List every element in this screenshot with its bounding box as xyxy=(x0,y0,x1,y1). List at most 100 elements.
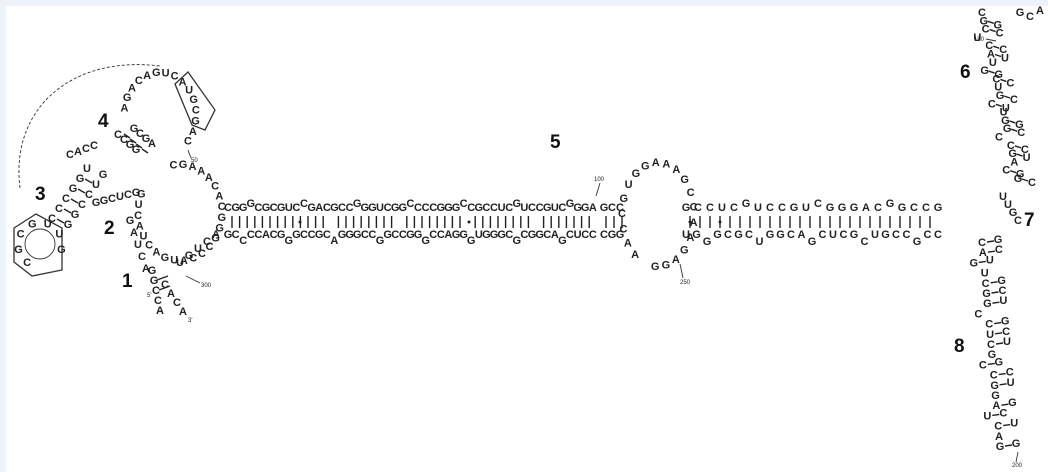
stem-bottom-nt: C xyxy=(300,229,308,241)
domain6-pair-nt: G xyxy=(1016,169,1025,181)
base-pair-bond xyxy=(995,332,1003,335)
stem-top-nt-right: C xyxy=(874,202,882,214)
domain3-stem-nt: U xyxy=(83,163,91,175)
stem-top-nt: G xyxy=(437,202,446,214)
stem-top-nt-right: G xyxy=(826,202,835,214)
stem-top-nt-right: U xyxy=(754,202,762,214)
central-loop-nt: C xyxy=(206,241,214,253)
stem-top-nt-right: A xyxy=(862,202,870,214)
tick-200 xyxy=(1015,451,1019,463)
stem-bottom-nt: C xyxy=(247,229,255,241)
domain1-tail-nt: C xyxy=(173,297,181,309)
domain6-nt: C xyxy=(988,98,996,110)
stem-bottom-nt-right: G xyxy=(703,236,712,248)
central-loop-nt: A xyxy=(136,221,144,233)
stem-top-nt: G xyxy=(573,202,582,214)
domain8-nt: C xyxy=(990,370,998,382)
base-pair-bond xyxy=(141,148,149,154)
base-pair-bond xyxy=(989,28,996,33)
base-pair-bond xyxy=(992,45,1000,49)
stem-bottom-nt: G xyxy=(421,235,430,247)
domain6-pair-nt: C xyxy=(1021,144,1029,156)
stem-bottom-nt: C xyxy=(589,229,597,241)
domain8-nt: G xyxy=(982,288,991,300)
stem-bottom-nt: C xyxy=(391,229,399,241)
central-loop-nt: C xyxy=(211,181,219,193)
position-300: 300 xyxy=(201,283,212,289)
stem-bottom-nt-right: U xyxy=(682,229,690,241)
domain3-stem-nt: C xyxy=(55,203,63,215)
stem-top-nt: G xyxy=(231,202,240,214)
domain2-nt: G xyxy=(100,195,109,207)
stem-bottom-nt: G xyxy=(490,229,499,241)
domain3-stem-nt: G xyxy=(69,183,78,195)
domain6-pair-nt: C xyxy=(1017,127,1025,139)
domain4-strand-nt: C xyxy=(90,140,98,152)
stem-bottom-nt-right: G xyxy=(913,236,922,248)
stem-bottom-nt: G xyxy=(513,235,522,247)
stem-top-nt: G xyxy=(452,202,461,214)
domain2-nt: C xyxy=(138,251,146,263)
three-prime-label: 3' xyxy=(188,318,192,324)
stem-bottom-nt-right: U xyxy=(756,236,764,248)
domain4-stem-nt: C xyxy=(120,134,128,146)
domain1-nt: C xyxy=(154,295,162,307)
stem-bottom-nt: C xyxy=(368,229,376,241)
central-loop-nt: U xyxy=(140,231,148,243)
stem-top-nt-right: C xyxy=(778,202,786,214)
stem-top-nt: C xyxy=(536,202,544,214)
stem-top-nt-right: C xyxy=(694,202,702,214)
stem-top-nt: C xyxy=(558,202,566,214)
central-loop-nt: C xyxy=(189,253,197,265)
hairpin-loop-nt: U xyxy=(625,179,633,191)
stem-bottom-nt: G xyxy=(482,229,491,241)
stem-bottom-nt: C xyxy=(254,229,262,241)
stem-top-nt: C xyxy=(224,202,232,214)
domain8-pair-nt: U xyxy=(1007,377,1015,389)
central-loop-nt: U xyxy=(170,255,178,267)
stem-top-nt: C xyxy=(300,198,308,210)
domain7-nt: U xyxy=(1004,199,1012,211)
domain4-loop-nt: G xyxy=(123,92,132,104)
domain4-loop-nt: A xyxy=(189,126,197,138)
domain8-pair-nt: C xyxy=(1006,367,1014,379)
stem-bottom-nt-right: G xyxy=(776,229,785,241)
base-pair-bond xyxy=(994,321,1002,325)
tick-300 xyxy=(185,275,201,284)
domain8-nt: U xyxy=(986,329,994,341)
domain8-nt: A xyxy=(995,431,1003,443)
domain4-loop-nt: A xyxy=(128,83,136,95)
gu-pair-dot xyxy=(688,220,692,224)
domain6-nt: U xyxy=(1000,107,1008,119)
domain4-loop-nt: C xyxy=(171,71,179,83)
stem-bottom-nt: A xyxy=(444,229,452,241)
domain6-pair-nt: G xyxy=(994,69,1003,81)
domain2-nt: C xyxy=(108,193,116,205)
domain6-nt: C xyxy=(1002,165,1010,177)
hairpin-loop-nt: A xyxy=(672,164,680,176)
stem-top-nt: G xyxy=(444,202,453,214)
tick-100 xyxy=(595,182,601,197)
position-250: 250 xyxy=(680,280,691,286)
stem-bottom-nt-right: A xyxy=(798,229,806,241)
domain1-nt: G xyxy=(185,250,194,262)
domain8-nt: G xyxy=(990,380,999,392)
stem-bottom-nt-right: C xyxy=(787,229,795,241)
domain3-stem-nt: C xyxy=(85,189,93,201)
stem-top-nt: C xyxy=(338,202,346,214)
stem-top-nt-right: U xyxy=(802,202,810,214)
stem-bottom-nt-right: C xyxy=(934,229,942,241)
domain6-nt: C xyxy=(982,24,990,36)
stem-top-nt: U xyxy=(498,202,506,214)
stem-bottom-nt: G xyxy=(224,229,233,241)
base-pair-bond xyxy=(987,20,995,24)
domain8-pair-nt: U xyxy=(1003,336,1011,348)
stem-top-nt: C xyxy=(460,198,468,210)
boxed-region-top xyxy=(174,71,216,131)
domain-label-1: 1 xyxy=(122,271,133,292)
stem-bottom-nt: C xyxy=(437,229,445,241)
domain1-nt: G xyxy=(148,265,157,277)
stem-bottom-nt: A xyxy=(262,229,270,241)
stem-top-nt-right: G xyxy=(898,202,907,214)
hairpin-loop-nt: A xyxy=(652,157,660,169)
